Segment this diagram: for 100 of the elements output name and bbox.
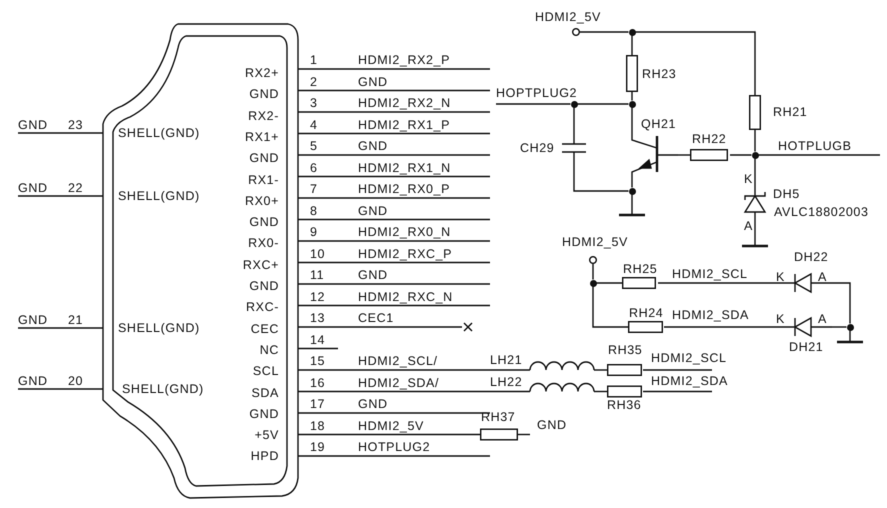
- component-label: LH21: [490, 354, 522, 366]
- net-label: GND: [18, 374, 48, 388]
- net-label: HDMI2_RXC_N: [358, 290, 453, 303]
- pin-label: A: [744, 220, 753, 232]
- wire: [595, 369, 607, 371]
- wire: [754, 234, 756, 238]
- wire: [754, 130, 756, 152]
- pin-name: HPD: [250, 450, 279, 463]
- net-label: CEC1: [358, 312, 394, 324]
- component-label: DH21: [789, 340, 824, 354]
- net-label: GND: [358, 204, 388, 217]
- pin-number: 18: [310, 419, 326, 432]
- net-label: HDMI2_SDA/: [358, 376, 440, 389]
- net-label: HDMI2_RX2_N: [358, 96, 451, 110]
- wire: [518, 434, 530, 436]
- pin-name: GND: [249, 408, 279, 420]
- pin-number: 6: [310, 161, 318, 174]
- pin-number: 13: [310, 312, 326, 324]
- net-label: GND: [358, 75, 388, 88]
- pin-number: 2: [310, 75, 318, 88]
- component-label: DH5: [773, 188, 800, 200]
- net-label: HOPTPLUG2: [496, 86, 578, 100]
- pin-number: 11: [310, 268, 324, 282]
- wire: [596, 282, 622, 284]
- wire: [580, 31, 628, 33]
- pin-name: GND: [249, 88, 279, 101]
- wire: [754, 158, 756, 172]
- wire: [758, 154, 880, 156]
- pin-label: K: [776, 270, 785, 284]
- wire: [730, 154, 752, 156]
- pin-number: 12: [310, 290, 326, 303]
- wire: [595, 390, 607, 392]
- net-label: HDMI2_RXC_P: [358, 247, 452, 260]
- pin-name: SCL: [252, 364, 279, 378]
- net-label: HDMI2_RX1_P: [358, 118, 450, 131]
- wire: [573, 156, 628, 192]
- pin-name: GND: [249, 216, 279, 228]
- net-label: GND: [358, 268, 388, 282]
- pin-number: 1: [310, 54, 318, 66]
- component-label: CH29: [520, 142, 554, 154]
- wire: [592, 286, 628, 328]
- pin-number: 17: [310, 398, 326, 410]
- pin-number: 4: [310, 118, 318, 131]
- pin-name: RXC-: [246, 301, 279, 314]
- wire: [496, 103, 570, 105]
- component-label: DH22: [794, 250, 828, 264]
- component-label: RH25: [623, 262, 658, 276]
- wire: [658, 282, 772, 284]
- wire: [298, 369, 489, 371]
- pin-label: K: [776, 312, 785, 326]
- pin-name: RX0-: [248, 237, 279, 250]
- net-label: HDMI2_RX0_N: [358, 226, 451, 238]
- wire: [631, 36, 633, 55]
- net-label: GND: [537, 418, 567, 432]
- pin-name: SHELL(GND): [118, 322, 200, 334]
- pin-name: CEC: [250, 322, 279, 335]
- wire: [636, 31, 756, 95]
- wire: [832, 282, 851, 324]
- net-label: HDMI2_SDA: [651, 374, 728, 388]
- wire: [631, 108, 633, 117]
- wire: [643, 390, 712, 392]
- component-label: RH36: [607, 398, 642, 412]
- net-label: HDMI2_5V: [358, 419, 424, 432]
- pin-name: +5V: [254, 428, 279, 442]
- component-label: RH23: [642, 68, 676, 80]
- wire: [631, 177, 633, 188]
- pin-number: 9: [310, 226, 318, 238]
- pin-name: RX1-: [248, 173, 279, 186]
- component-label: RH21: [773, 106, 808, 118]
- pin-number: 8: [310, 204, 318, 217]
- wire: [298, 434, 480, 436]
- pin-name: SDA: [251, 386, 279, 399]
- pin-number: 20: [68, 374, 84, 388]
- wire: [832, 326, 846, 328]
- pin-name: RXC+: [242, 258, 279, 271]
- pin-number: 19: [310, 440, 326, 454]
- net-label: HOTPLUGB: [778, 140, 852, 152]
- pin-name: RX1+: [244, 130, 279, 144]
- pin-label: K: [744, 172, 753, 186]
- component-label: LH22: [490, 376, 522, 388]
- net-label: GND: [18, 314, 48, 326]
- wire: [592, 264, 594, 280]
- component-label: RH24: [629, 306, 664, 320]
- pin-number: 3: [310, 96, 318, 110]
- net-label: HDMI2_SDA: [672, 308, 749, 322]
- wire: [643, 369, 712, 371]
- net-label: HDMI2_RX2_P: [358, 54, 450, 66]
- pin-name: SHELL(GND): [118, 190, 200, 202]
- pin-number: 21: [68, 314, 84, 326]
- net-label: GND: [18, 182, 48, 194]
- pin-label: A: [818, 270, 827, 284]
- pin-number: 14: [310, 333, 326, 346]
- net-label: HDMI2_RX0_P: [358, 182, 450, 196]
- net-label: GND: [358, 140, 388, 152]
- pin-number: 7: [310, 182, 318, 196]
- pin-number: 5: [310, 140, 318, 152]
- component-label: QH21: [641, 118, 676, 130]
- net-label: HDMI2_5V: [535, 10, 601, 24]
- net-label: HOTPLUG2: [358, 440, 430, 454]
- pin-name: GND: [249, 280, 279, 292]
